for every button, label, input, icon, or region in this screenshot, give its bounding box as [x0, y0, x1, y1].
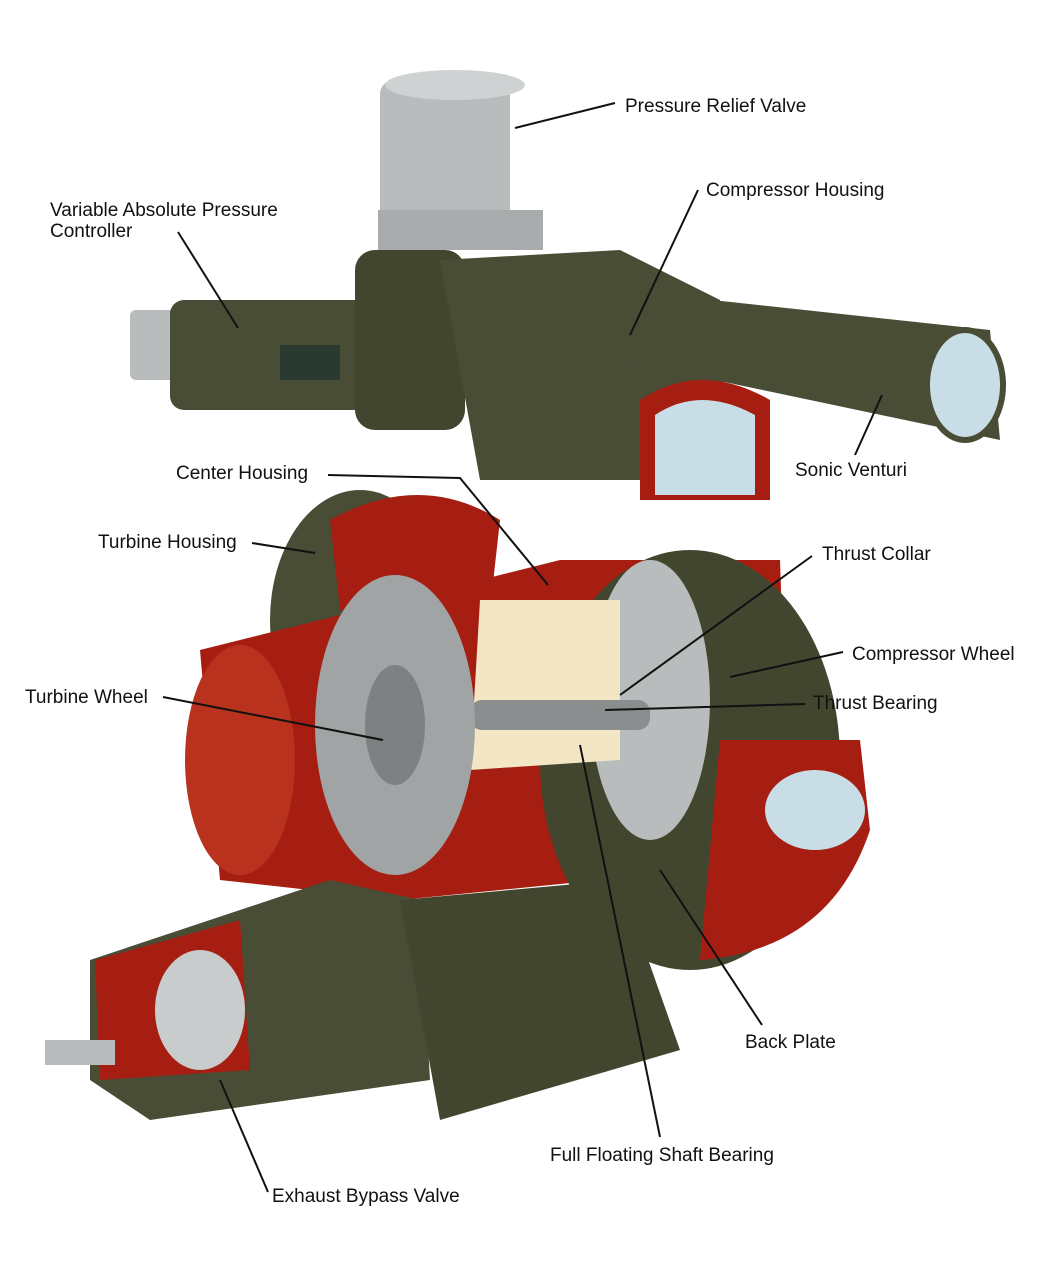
label-turbine-wheel: Turbine Wheel	[25, 687, 148, 708]
label-line-1: Variable Absolute Pressure	[50, 200, 278, 221]
label-exhaust-bypass-valve: Exhaust Bypass Valve	[272, 1186, 460, 1207]
label-compressor-housing: Compressor Housing	[706, 180, 885, 201]
label-thrust-bearing: Thrust Bearing	[813, 693, 938, 714]
leader-turbine-housing	[251, 542, 316, 554]
center-housing-part	[470, 600, 650, 770]
leader-full-floating-shaft-bearing	[579, 744, 661, 1138]
leader-turbine-wheel	[162, 696, 384, 741]
label-center-housing: Center Housing	[176, 463, 309, 484]
leader-center-housing	[327, 474, 549, 586]
leader-exhaust-bypass-valve	[219, 1079, 269, 1193]
compressor-housing-part	[440, 250, 1006, 500]
label-thrust-collar: Thrust Collar	[822, 544, 931, 565]
leader-back-plate	[659, 869, 763, 1026]
leader-sonic-venturi	[854, 394, 883, 456]
leader-compressor-housing	[629, 189, 699, 336]
leader-compressor-wheel	[729, 651, 844, 678]
label-full-floating-shaft-bearing: Full Floating Shaft Bearing	[550, 1145, 774, 1166]
leader-controller	[177, 231, 239, 329]
leader-thrust-bearing	[604, 703, 806, 711]
leader-pressure-relief-valve	[514, 102, 616, 129]
exhaust-bypass-valve-part	[45, 880, 680, 1120]
label-variable-absolute-pressure-controller: Variable Absolute Pressure Controller	[50, 200, 278, 242]
leader-thrust-collar	[619, 555, 813, 696]
label-sonic-venturi: Sonic Venturi	[795, 460, 907, 481]
label-turbine-housing: Turbine Housing	[98, 532, 237, 553]
label-compressor-wheel: Compressor Wheel	[852, 644, 1015, 665]
label-back-plate: Back Plate	[745, 1032, 836, 1053]
pressure-relief-valve-part	[378, 70, 543, 250]
turbine-wheel-part	[315, 575, 475, 875]
label-line-2: Controller	[50, 221, 133, 242]
controller-assembly	[130, 250, 465, 430]
label-pressure-relief-valve: Pressure Relief Valve	[625, 96, 807, 117]
leader-lines	[162, 102, 883, 1193]
